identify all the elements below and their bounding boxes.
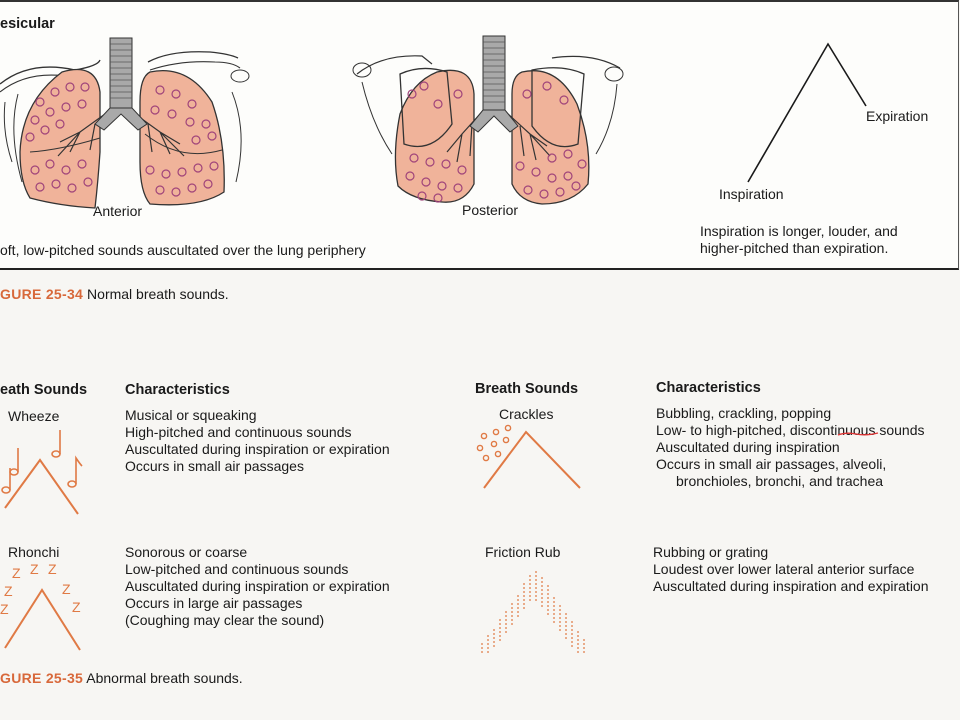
figure-caption-top: GURE 25-34 Normal breath sounds.: [0, 286, 229, 302]
hatched-chevron-icon: [481, 569, 585, 653]
anterior-label: Anterior: [93, 203, 143, 219]
characteristic-line: High-pitched and continuous sounds: [125, 424, 352, 440]
characteristic-line: Occurs in large air passages: [125, 595, 303, 611]
characteristic-line: Occurs in small air passages, alveoli,: [656, 456, 887, 472]
caption-text: Abnormal breath sounds.: [83, 670, 243, 686]
svg-text:Z: Z: [12, 565, 21, 581]
normal-breath-sounds-figure: esicular: [0, 0, 959, 270]
wheeze-characteristics: Musical or squeaking High-pitched and co…: [125, 407, 390, 475]
svg-text:Z: Z: [30, 561, 39, 577]
vesicular-description: oft, low-pitched sounds auscultated over…: [0, 242, 366, 258]
wheeze-name: Wheeze: [8, 408, 60, 424]
caption-number: GURE 25-34: [0, 286, 84, 302]
ratio-note-line: Inspiration is longer, louder, and: [700, 223, 898, 239]
svg-text:Z: Z: [48, 561, 57, 577]
friction-rub-characteristics: Rubbing or grating Loudest over lower la…: [653, 544, 929, 595]
posterior-lungs-illustration: [352, 35, 624, 205]
crackles-characteristics: Bubbling, crackling, popping Low- to hig…: [656, 405, 925, 490]
characteristic-line: Auscultated during inspiration or expira…: [125, 441, 390, 457]
right-col2-header: Characteristics: [656, 380, 761, 396]
svg-text:Z: Z: [72, 599, 81, 615]
characteristic-line: Auscultated during inspiration or expira…: [125, 578, 390, 594]
ratio-note-line: higher-pitched than expiration.: [700, 240, 889, 256]
characteristic-line: Auscultated during inspiration: [656, 439, 840, 455]
bubble-dots-icon: [476, 424, 581, 489]
characteristic-line: (Coughing may clear the sound): [125, 612, 325, 628]
left-col1-header: eath Sounds: [0, 382, 88, 398]
right-col1-header: Breath Sounds: [475, 381, 579, 397]
anterior-lungs-illustration: [0, 37, 250, 209]
characteristic-line: Occurs in small air passages: [125, 458, 304, 474]
svg-text:Z: Z: [0, 601, 9, 617]
musical-notes-icon: [1, 430, 83, 515]
figure-caption-bottom: GURE 25-35 Abnormal breath sounds.: [0, 670, 243, 686]
characteristic-line: Bubbling, crackling, popping: [656, 405, 832, 421]
characteristic-line: Sonorous or coarse: [125, 544, 248, 560]
ratio-note: Inspiration is longer, louder, and highe…: [700, 223, 898, 257]
characteristic-line: Low-pitched and continuous sounds: [125, 561, 349, 577]
svg-text:Z: Z: [62, 581, 71, 597]
inspiration-expiration-diagram: [747, 42, 867, 183]
underline-mark: [837, 432, 879, 436]
svg-text:Z: Z: [4, 583, 13, 599]
crackles-name: Crackles: [499, 406, 554, 422]
rhonchi-characteristics: Sonorous or coarse Low-pitched and conti…: [125, 544, 390, 629]
characteristic-line: Rubbing or grating: [653, 544, 769, 560]
characteristic-line: bronchioles, bronchi, and trachea: [676, 473, 884, 489]
expiration-label: Expiration: [866, 108, 929, 124]
characteristic-line: Musical or squeaking: [125, 407, 257, 423]
section-label: esicular: [0, 16, 55, 32]
inspiration-label: Inspiration: [719, 186, 784, 202]
rhonchi-name: Rhonchi: [8, 544, 60, 560]
characteristic-line: Loudest over lower lateral anterior surf…: [653, 561, 915, 577]
caption-number: GURE 25-35: [0, 670, 84, 686]
characteristic-line: Auscultated during inspiration and expir…: [653, 578, 929, 594]
posterior-label: Posterior: [462, 202, 519, 218]
caption-text: Normal breath sounds.: [83, 286, 229, 302]
characteristic-line: Low- to high-pitched, discontinuous soun…: [656, 422, 925, 438]
friction-rub-name: Friction Rub: [485, 544, 561, 560]
left-col2-header: Characteristics: [125, 382, 230, 398]
